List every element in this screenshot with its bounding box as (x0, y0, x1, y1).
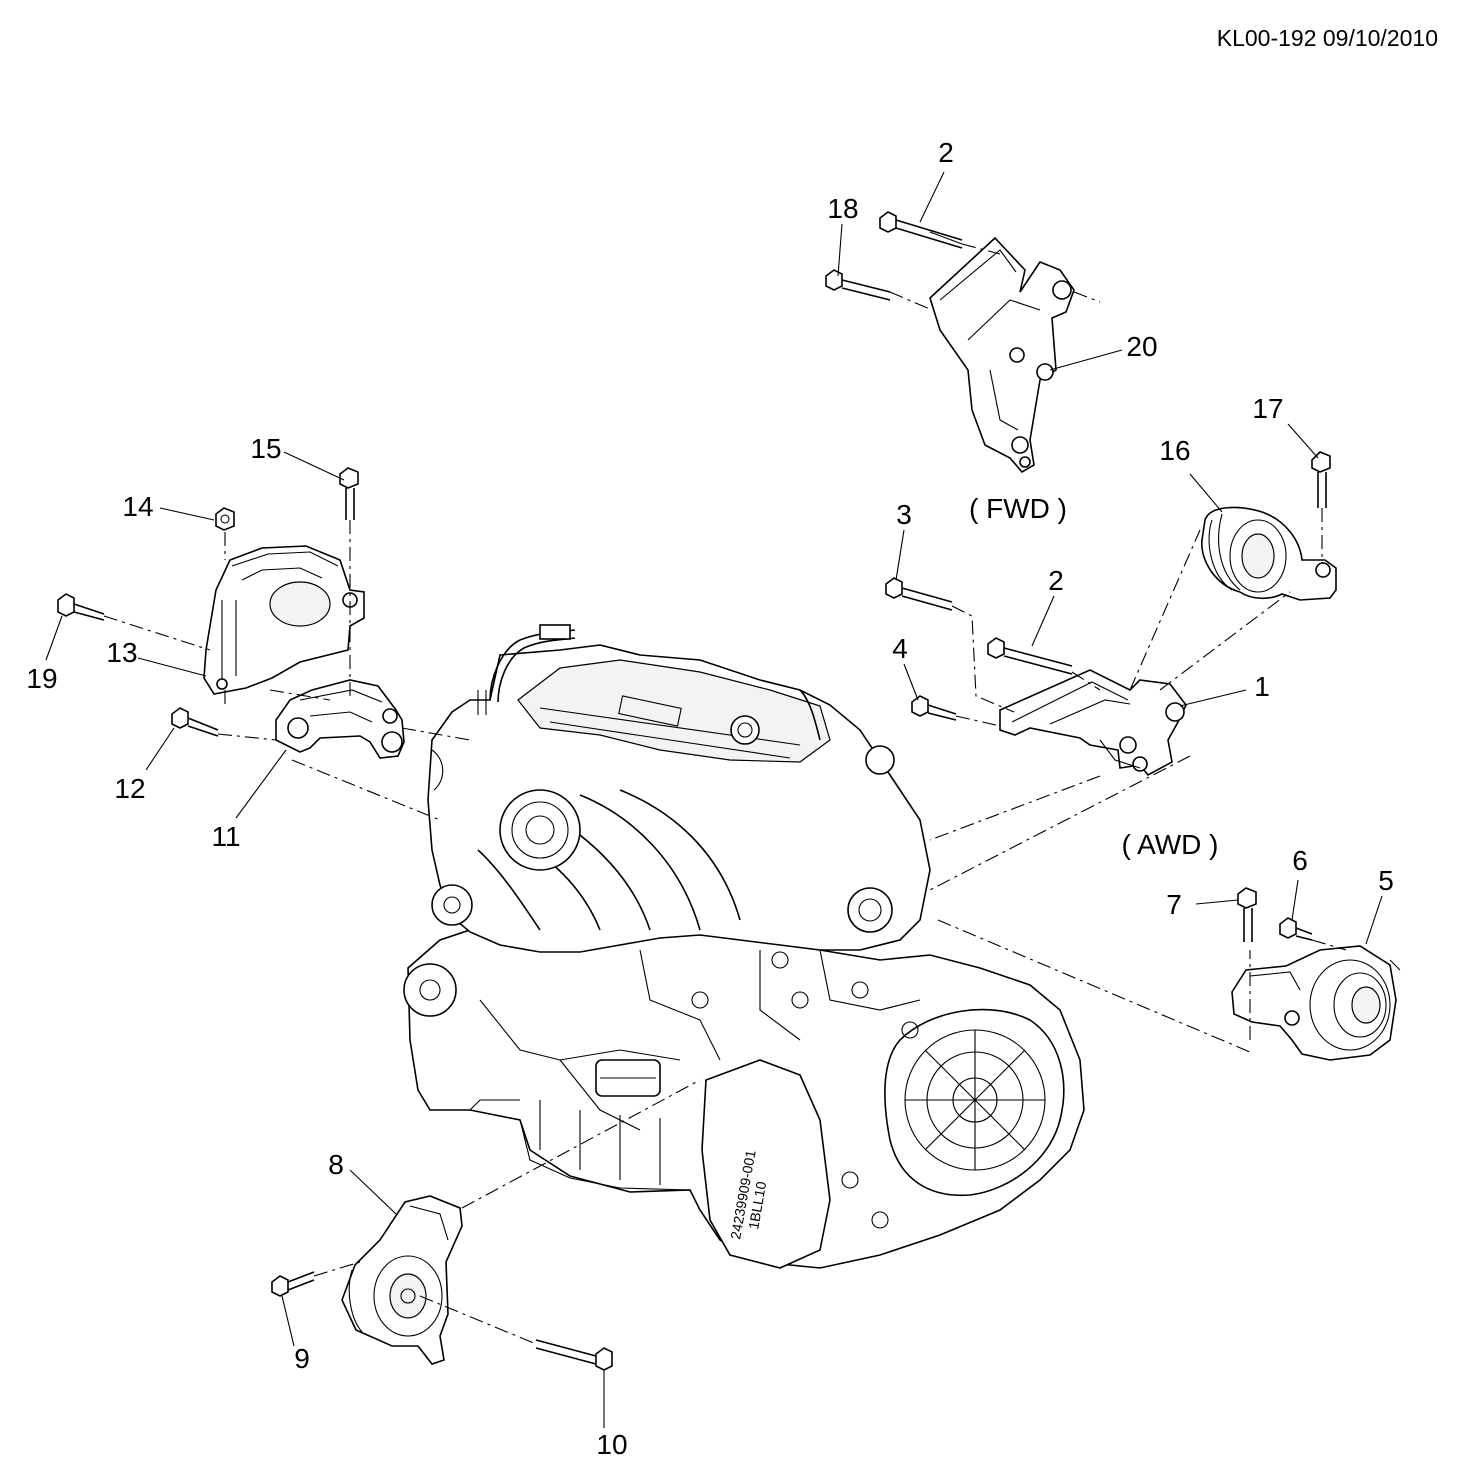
bolt-part-19 (57, 593, 105, 621)
callout-18: 18 (827, 193, 858, 224)
callout-9: 9 (294, 1343, 310, 1374)
document-id: KL00-192 09/10/2010 (1217, 25, 1438, 51)
variant-label-awd: ( AWD ) (1122, 829, 1219, 860)
bolt-part-15 (339, 467, 359, 520)
bolt-part-2-awd (987, 637, 1073, 675)
awd-mount-bracket (999, 669, 1187, 777)
bolt-part-2-fwd (879, 211, 963, 249)
callout-14: 14 (122, 491, 153, 522)
callout-12: 12 (114, 773, 145, 804)
bolt-part-6 (1279, 917, 1313, 941)
callout-20: 20 (1126, 331, 1157, 362)
callout-1: 1 (1254, 671, 1270, 702)
callout-16: 16 (1159, 435, 1190, 466)
callout-6: 6 (1292, 845, 1308, 876)
callout-10: 10 (596, 1429, 627, 1460)
callout-2-awd: 2 (1048, 565, 1064, 596)
leader-lines (45, 171, 1383, 1428)
bolt-part-9 (271, 1271, 315, 1297)
upper-right-mount (1201, 506, 1337, 601)
right-transaxle-mount (1231, 945, 1397, 1061)
callout-8: 8 (328, 1149, 344, 1180)
callout-5: 5 (1378, 865, 1394, 896)
callout-11: 11 (211, 821, 240, 852)
bolt-part-10 (535, 1339, 613, 1371)
callout-4: 4 (892, 633, 908, 664)
bolt-part-7 (1237, 887, 1257, 942)
bolt-part-3 (885, 577, 953, 611)
bolt-part-18 (825, 269, 891, 301)
lower-left-bracket (275, 679, 405, 759)
callout-15: 15 (250, 433, 281, 464)
bolt-part-12 (171, 707, 219, 737)
nut-part-14 (215, 507, 235, 531)
bolt-part-4 (911, 695, 957, 721)
upper-left-mount (203, 545, 365, 695)
callout-19: 19 (26, 663, 57, 694)
bolt-part-17 (1311, 451, 1331, 508)
callout-17: 17 (1252, 393, 1283, 424)
engine-transaxle-assembly: 24239909-001 1BLL10 (403, 624, 1085, 1269)
lower-transaxle-mount (341, 1195, 463, 1365)
callout-3: 3 (896, 499, 912, 530)
variant-label-fwd: ( FWD ) (969, 493, 1067, 524)
callout-7: 7 (1166, 889, 1182, 920)
callout-13: 13 (106, 637, 137, 668)
callout-2-fwd: 2 (938, 137, 954, 168)
callout-labels: 2 18 20 17 16 3 2 4 1 6 5 7 15 14 13 19 … (26, 137, 1393, 1460)
alignment-lines (103, 243, 1401, 1345)
fwd-mount-bracket (929, 236, 1075, 474)
